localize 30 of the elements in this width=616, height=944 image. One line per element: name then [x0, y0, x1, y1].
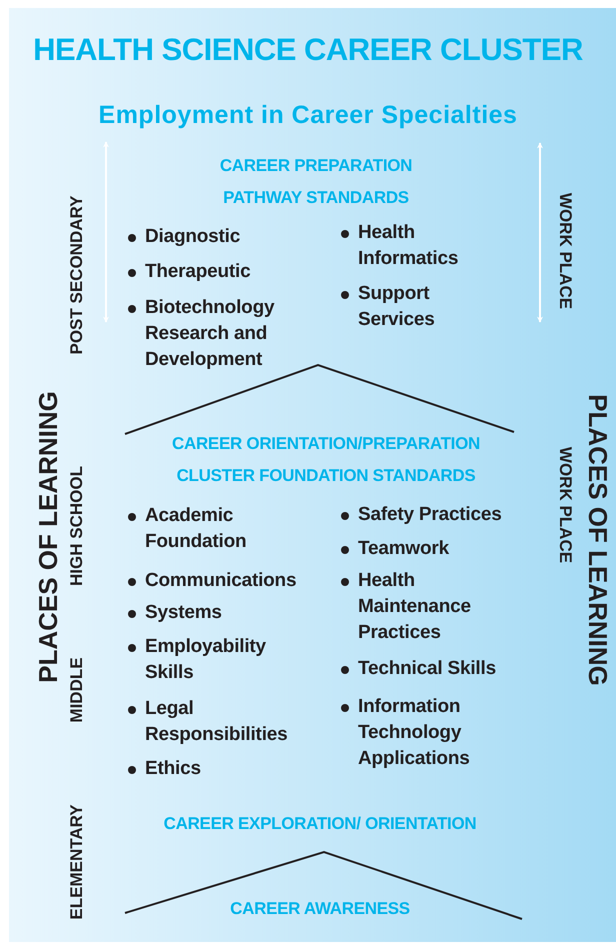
vertical-label: POST SECONDARY [66, 196, 87, 354]
vertical-label: MIDDLE [66, 657, 87, 723]
list-item: Employability Skills [145, 635, 267, 685]
list-item: Ethics [145, 757, 201, 781]
list-item: Safety Practices [358, 503, 502, 527]
list-item: Biotechnology Research and Development [145, 296, 276, 372]
list-item: Technical Skills [358, 657, 496, 681]
vertical-label: HIGH SCHOOL [66, 466, 87, 586]
vertical-heading: PLACES OF LEARNING [582, 394, 614, 686]
vertical-label: WORK PLACE [555, 446, 576, 564]
section-heading: CAREER ORIENTATION/PREPARATION CLUSTER FOUNDATION STANDARDS [170, 433, 482, 487]
vertical-label: ELEMENTARY [66, 804, 87, 920]
list-item: Diagnostic [145, 225, 240, 249]
title: HEALTH SCIENCE CAREER CLUSTER [33, 31, 583, 69]
section-heading: CAREER AWARENESS [229, 898, 411, 920]
subtitle: Employment in Career Specialties [98, 100, 518, 131]
list-item: Information Technology Applications [358, 695, 471, 771]
list-item: Communications [145, 569, 296, 593]
list-item: Academic Foundation [145, 504, 248, 554]
list-item: Health Maintenance Practices [358, 569, 472, 645]
list-item: Therapeutic [145, 260, 250, 284]
vertical-heading: PLACES OF LEARNING [32, 391, 64, 683]
section-heading: CAREER PREPARATION PATHWAY STANDARDS [218, 155, 414, 209]
vertical-label: WORK PLACE [555, 192, 576, 310]
list-item: Teamwork [358, 537, 449, 561]
section-heading: CAREER EXPLORATION/ ORIENTATION [162, 813, 478, 835]
list-item: Health Informatics [358, 221, 460, 271]
list-item: Legal Responsibilities [145, 697, 289, 747]
list-item: Systems [145, 601, 222, 625]
list-item: Support Services [358, 282, 436, 332]
